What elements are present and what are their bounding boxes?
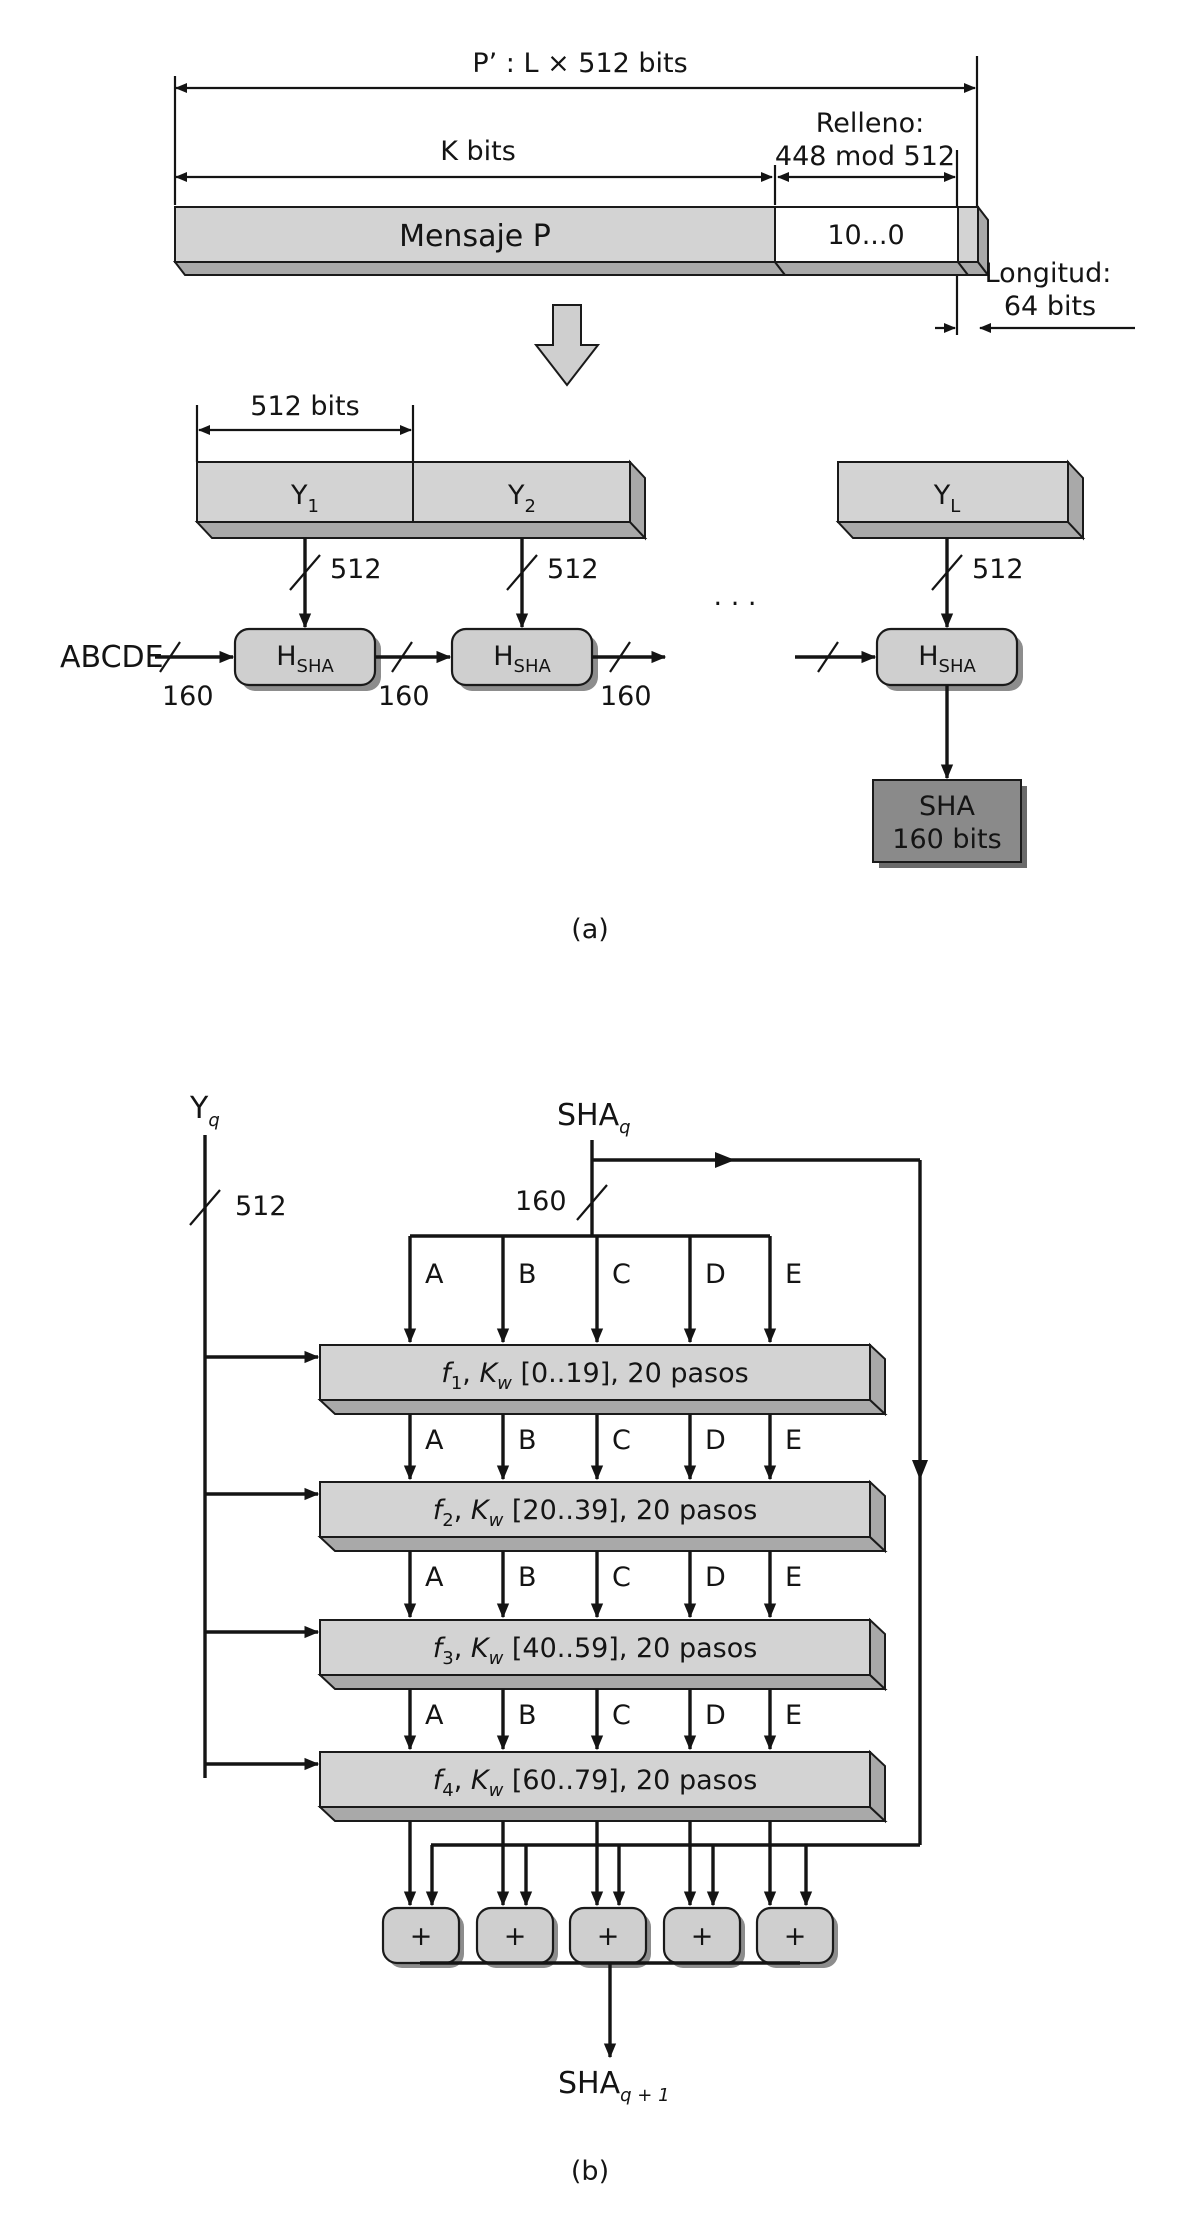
stage-3-box [319,1619,871,1676]
stage-3-reg-label-a: A [425,1700,444,1731]
sha-q1-label: SHAq + 1 [558,2066,670,2106]
adders: + + + + + [381,1845,838,1968]
block-y1 [196,461,414,523]
y-q-bus-slash [189,1189,221,1226]
stage-1-reg-label-e: E [785,1425,802,1456]
sha-q-bus-width: 160 [515,1186,567,1217]
register-label-a: A [425,1259,444,1290]
chain-slash-1 [391,641,413,673]
stage-2-reg-label-a: A [425,1562,444,1593]
length-bar [957,206,979,263]
adder-2-symbol: + [504,1921,527,1952]
yl-bus-width: 512 [972,554,1024,585]
stage-1-box [319,1344,871,1401]
block-yl [837,461,1069,523]
input-slash [159,641,181,673]
sha-q-bus-slash [576,1184,608,1221]
stage-2-reg-label-b: B [518,1562,537,1593]
stage-4-side-bottom [317,1806,888,1822]
register-label-b: B [518,1259,537,1290]
stage-1-reg-label-d: D [705,1425,726,1456]
block-y1y2-side-bottom [194,521,648,539]
stage-1-label: f1, Kw [0..19], 20 pasos [441,1358,748,1394]
p-prime-label: P’ : L × 512 bits [472,48,687,79]
caption-a: (a) [571,914,609,945]
feedforward-right-arrow-icon [912,1460,928,1480]
y2-bus-width: 512 [547,554,599,585]
register-label-e: E [785,1259,802,1290]
register-inputs: A B C D E [403,1236,802,1344]
y-q-label: Yq [189,1091,220,1131]
hsha-1-label: HSHA [276,641,334,677]
block-y2 [412,461,631,523]
message-bar-side [172,261,788,276]
block-y1-label: Y1 [290,480,319,517]
stage-2-reg-label-d: D [705,1562,726,1593]
stage-2-reg-label-c: C [612,1562,631,1593]
caption-b: (b) [571,2156,609,2187]
stage-2-box [319,1481,871,1538]
sha-output [872,779,1022,863]
adder-4-symbol: + [691,1921,714,1952]
chain-bus-width-1: 160 [378,681,430,712]
chain-slash-2 [609,641,631,673]
stage-1-reg-label-a: A [425,1425,444,1456]
chain-slash-3 [817,641,839,673]
hsha-l-label: HSHA [918,641,976,677]
padding-bar [774,206,959,263]
sha-output-line2: 160 bits [892,824,1001,855]
input-label: ABCDE [60,640,164,675]
stage-2-side-bottom [317,1536,888,1552]
input-bus-width: 160 [162,681,214,712]
stage-1-reg-label-b: B [518,1425,537,1456]
hsha-2-label: HSHA [493,641,551,677]
stage-2-reg-label-e: E [785,1562,802,1593]
stage-2-label: f2, Kw [20..39], 20 pasos [433,1495,758,1531]
part-b: Yq 512 SHAq 160 A B C D E f1, Kw [0..19], 20… [189,1091,928,2187]
stage-3-reg-label-e: E [785,1700,802,1731]
part-a: P’ : L × 512 bits K bits Relleno: 448 mo… [60,48,1135,945]
stage-3-label: f3, Kw [40..59], 20 pasos [433,1633,758,1669]
adder-1-symbol: + [410,1921,433,1952]
y1-bus-width: 512 [330,554,382,585]
padding-bar-side [772,261,971,276]
stage-4-box [319,1751,871,1808]
y1-bus-slash [289,554,321,591]
block-yl-side-bottom [835,521,1086,539]
sha-output-line1: SHA [919,791,975,822]
block-yl-label: YL [933,480,961,517]
longitud-bits-label: 64 bits [1004,291,1096,322]
stage-3-side-bottom [317,1674,888,1690]
stage-4-label: f4, Kw [60..79], 20 pasos [433,1765,758,1801]
block-y2-label: Y2 [507,480,536,517]
stage-3-reg-label-b: B [518,1700,537,1731]
stage-feed-arrows [205,1350,320,1771]
padding-value: 10...0 [827,220,904,251]
adder-5-symbol: + [784,1921,807,1952]
register-label-d: D [705,1259,726,1290]
y2-bus-slash [506,554,538,591]
adder-3-symbol: + [597,1921,620,1952]
y-q-bus-width: 512 [235,1191,287,1222]
chain-bus-width-2: 160 [600,681,652,712]
relleno-mod-label: 448 mod 512 [775,141,955,172]
stage-1-reg-label-c: C [612,1425,631,1456]
feedforward-top-arrow-icon [715,1152,735,1168]
sha-q-label: SHAq [557,1098,631,1138]
longitud-label: Longitud: [985,258,1112,289]
message-bar [174,206,776,263]
ellipsis: . . . [714,581,757,612]
stage-1-side-bottom [317,1399,888,1415]
stage-3-reg-label-d: D [705,1700,726,1731]
yl-bus-slash [931,554,963,591]
relleno-label: Relleno: [816,108,925,139]
mensaje-label: Mensaje P [399,219,551,254]
k-bits-label: K bits [440,136,516,167]
expand-down-arrow-icon [533,304,601,387]
block-width-label: 512 bits [250,391,359,422]
stage-3-reg-label-c: C [612,1700,631,1731]
register-label-c: C [612,1259,631,1290]
